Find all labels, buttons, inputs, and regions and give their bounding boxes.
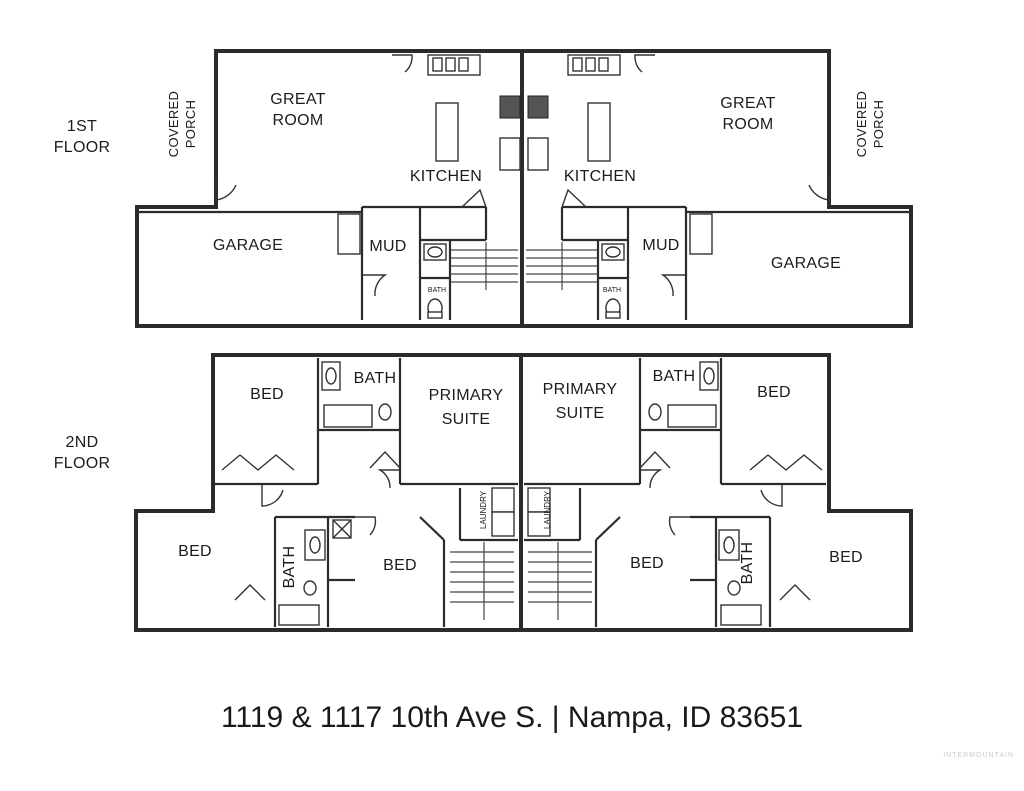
bath-side-left: BATH [281,546,298,589]
bath-top-left: BATH [354,370,397,387]
bath-first-right: BATH [603,287,621,294]
second-floor-label-line1: 2ND [66,434,99,451]
bed-right: BED [829,549,863,566]
primary-suite-left-line1: PRIMARY [429,387,504,404]
garage-left: GARAGE [213,237,283,254]
first-floor-label-line2: FLOOR [54,139,111,156]
bed-top-left: BED [250,386,284,403]
second-floor-label-line2: FLOOR [54,455,111,472]
mud-right: MUD [642,237,679,254]
address-caption: 1119 & 1117 10th Ave S. | Nampa, ID 8365… [221,701,803,734]
great-room-right-line1: GREAT [720,95,775,112]
kitchen-left: KITCHEN [410,168,482,185]
covered-porch-right-line1: COVERED [854,91,869,157]
bath-top-right: BATH [653,368,696,385]
great-room-right-line2: ROOM [723,116,774,133]
laundry-left: LAUNDRY [479,490,488,529]
bed-left: BED [178,543,212,560]
primary-suite-right-line2: SUITE [556,405,605,422]
second-floor-exterior-wall [134,353,913,632]
garage-right: GARAGE [771,255,841,272]
bed-top-right: BED [757,384,791,401]
primary-suite-left-line2: SUITE [442,411,491,428]
mud-left: MUD [369,238,406,255]
bed-middle-right: BED [630,555,664,572]
bath-first-left: BATH [428,287,446,294]
kitchen-right: KITCHEN [564,168,636,185]
first-floor-plan [135,49,913,328]
great-room-left-line2: ROOM [273,112,324,129]
great-room-left-line1: GREAT [270,91,325,108]
second-floor-plan [134,353,913,632]
covered-porch-right-line2: PORCH [871,100,886,148]
watermark: INTERMOUNTAIN [943,752,1014,759]
covered-porch-left-line1: COVERED [166,91,181,157]
first-floor-exterior-wall [135,49,913,328]
bed-middle-left: BED [383,557,417,574]
first-floor-label-line1: 1ST [67,118,97,135]
primary-suite-right-line1: PRIMARY [543,381,618,398]
bath-side-right: BATH [739,542,756,585]
covered-porch-left-line2: PORCH [183,100,198,148]
laundry-right: LAUNDRY [543,490,552,529]
